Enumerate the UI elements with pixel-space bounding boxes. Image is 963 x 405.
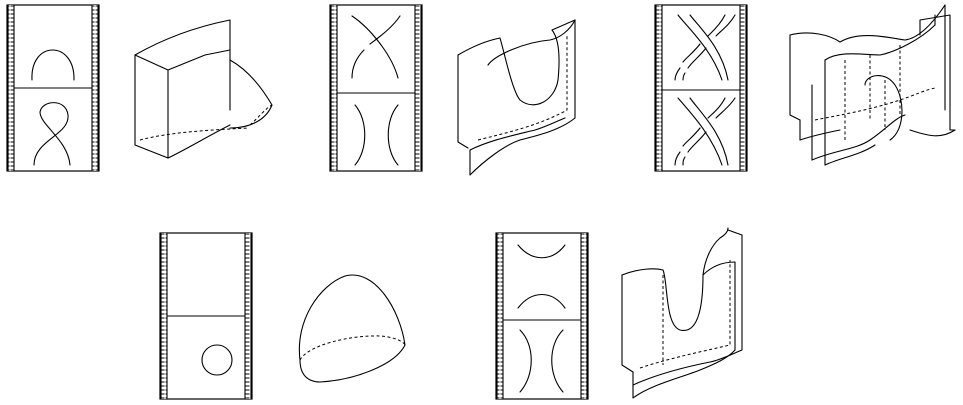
film-perforation-left xyxy=(161,233,167,399)
movie-strip xyxy=(160,233,252,399)
saddle-arc-right xyxy=(552,330,563,392)
film-perforation-right xyxy=(92,5,98,171)
film-perforation-right xyxy=(415,5,421,171)
panel-crossing-exchange-move xyxy=(655,5,955,171)
surface-sketch xyxy=(299,275,405,382)
crossing-strand-a xyxy=(352,16,398,78)
saddle-arc-left xyxy=(355,105,365,165)
panel-birth-circle-move xyxy=(160,233,405,399)
braid-strand-4 xyxy=(683,15,735,80)
panel-reidemeister-saddle-move xyxy=(330,5,575,175)
movie-strip xyxy=(655,5,747,171)
movie-strip xyxy=(496,233,588,399)
film-perforation-right xyxy=(740,5,746,171)
braid-strand-2 xyxy=(690,15,728,80)
film-perforation-left xyxy=(656,5,662,171)
cup-arc xyxy=(518,245,565,258)
film-perforation-left xyxy=(497,233,503,399)
kink-curve xyxy=(34,103,70,165)
film-perforation-left xyxy=(8,5,14,171)
saddle-arc-right xyxy=(388,105,398,165)
surface-sketch xyxy=(622,228,742,398)
saddle-arc-left xyxy=(520,330,531,392)
crossing-strand-b xyxy=(352,16,400,78)
panel-double-saddle-move xyxy=(496,228,742,399)
movie-strip xyxy=(7,5,99,171)
braid-strand-6 xyxy=(690,98,728,165)
dome xyxy=(299,275,405,382)
braid-strand-8 xyxy=(683,98,735,165)
cap-arc xyxy=(518,295,565,309)
film-perforation-right xyxy=(245,233,251,399)
cap-arc xyxy=(32,50,74,80)
birth-circle xyxy=(202,345,232,375)
braid-strand-7 xyxy=(675,98,725,165)
film-perforation-left xyxy=(331,5,337,171)
surface-sketch xyxy=(135,20,272,158)
surface-sketch xyxy=(790,5,955,165)
film-perforation-right xyxy=(581,233,587,399)
movie-strip xyxy=(330,5,422,171)
panel-saddle-cap-move xyxy=(7,5,272,171)
surface-sketch xyxy=(458,20,575,175)
braid-strand-3 xyxy=(675,15,725,80)
